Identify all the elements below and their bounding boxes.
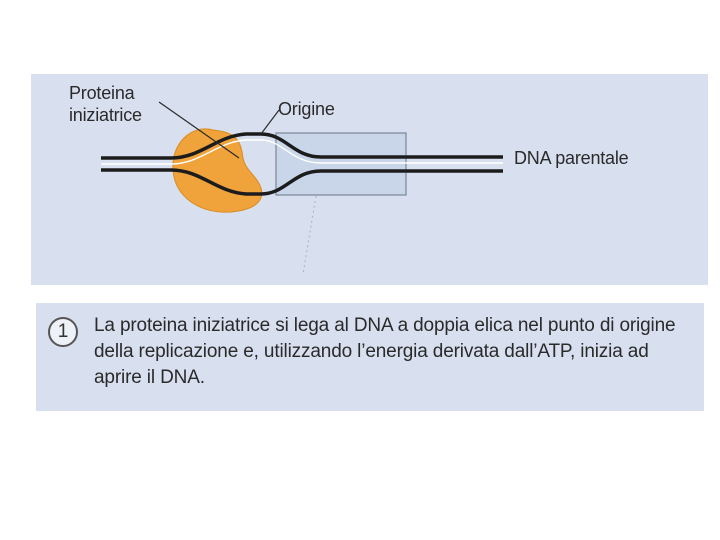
dna-diagram	[101, 101, 503, 275]
dashed-mark	[302, 195, 317, 275]
origin-label: Origine	[278, 99, 335, 119]
caption-text: La proteina iniziatrice si lega al DNA a…	[94, 315, 676, 388]
caption-panel: 1 La proteina iniziatrice si lega al DNA…	[36, 303, 704, 411]
dna-top-strand	[101, 132, 503, 160]
dna-bottom-strand	[101, 168, 503, 196]
protein-label-leader	[158, 101, 240, 159]
initiator-protein-shape	[172, 128, 263, 213]
dna-replication-figure: Proteina iniziatrice Origine DNA parenta…	[31, 74, 708, 285]
origin-label-leader	[260, 109, 280, 135]
parental-dna-label: DNA parentale	[514, 148, 629, 168]
initiator-protein-label: Proteina iniziatrice	[69, 83, 142, 125]
origin-box	[275, 132, 407, 196]
step-number-badge: 1	[48, 317, 78, 347]
